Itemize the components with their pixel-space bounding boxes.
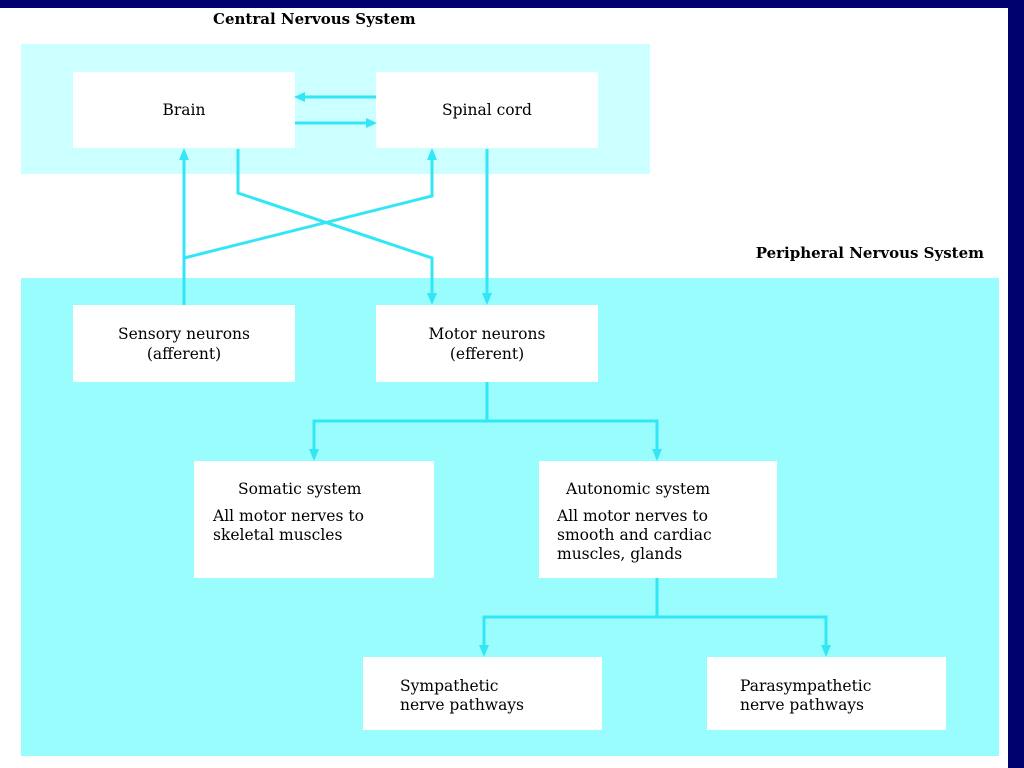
parasympathetic-line2: nerve pathways <box>740 696 865 714</box>
spinal-cord-box: Spinal cord <box>376 72 598 148</box>
parasympathetic-line1: Parasympathetic <box>740 677 872 695</box>
arrowhead-to-spinal-side <box>366 118 377 128</box>
arrowhead-down-sympathetic <box>479 645 489 657</box>
sensory-line1: Sensory neurons <box>118 324 250 343</box>
autonomic-system-box: Autonomic system All motor nerves to smo… <box>539 461 777 578</box>
brain-box: Brain <box>73 72 295 148</box>
arrow-autonomic-to-branches <box>482 615 828 648</box>
slide-frame-right <box>1008 0 1024 768</box>
brain-label: Brain <box>162 101 206 119</box>
spinal-cord-label: Spinal cord <box>442 101 532 119</box>
arrowhead-down-somatic <box>309 449 319 461</box>
motor-neurons-box: Motor neurons (efferent) <box>376 305 598 382</box>
sensory-line2: (afferent) <box>146 344 222 363</box>
autonomic-line1: All motor nerves to <box>557 507 708 525</box>
parasympathetic-box: Parasympathetic nerve pathways <box>707 657 946 730</box>
arrow-motor-to-somatic <box>312 419 659 452</box>
somatic-line2: skeletal muscles <box>213 526 343 544</box>
somatic-line1: All motor nerves to <box>213 507 364 525</box>
sensory-neurons-box: Sensory neurons (afferent) <box>73 305 295 382</box>
pns-heading: Peripheral Nervous System <box>755 244 984 262</box>
arrowhead-down-motor-right <box>482 293 492 305</box>
autonomic-line2: smooth and cardiac <box>557 526 712 544</box>
arrowhead-to-brain-side <box>294 92 305 102</box>
sympathetic-box: Sympathetic nerve pathways <box>363 657 602 730</box>
arrowhead-up-spinal <box>427 148 437 160</box>
arrowhead-up-brain <box>179 148 189 160</box>
autonomic-title: Autonomic system <box>566 480 711 498</box>
autonomic-line3: muscles, glands <box>557 545 683 563</box>
arrow-brain-to-motor <box>236 149 434 296</box>
motor-line1: Motor neurons <box>428 324 546 343</box>
motor-line2: (efferent) <box>449 344 525 363</box>
sympathetic-line2: nerve pathways <box>400 696 525 714</box>
arrowhead-down-autonomic <box>652 449 662 461</box>
arrowhead-down-motor-left <box>427 293 437 305</box>
slide-frame-top <box>0 0 1024 8</box>
arrow-sensory-to-spinal <box>183 157 434 260</box>
cns-heading: Central Nervous System <box>213 10 416 28</box>
somatic-system-box: Somatic system All motor nerves to skele… <box>194 461 434 578</box>
arrowhead-down-parasympathetic <box>821 645 831 657</box>
sympathetic-line1: Sympathetic <box>400 677 499 695</box>
somatic-title: Somatic system <box>238 480 362 498</box>
